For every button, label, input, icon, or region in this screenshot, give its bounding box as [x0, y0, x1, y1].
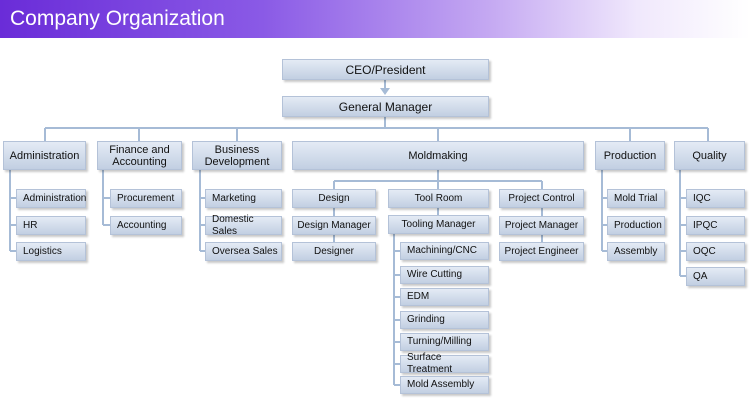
toolroom-item-wire-cutting: Wire Cutting	[400, 266, 489, 284]
finance-item-accounting: Accounting	[110, 216, 182, 235]
business-item-oversea-sales: Oversea Sales	[205, 242, 282, 261]
quality-item-iqc: IQC	[686, 189, 745, 208]
title-banner: Company Organization	[0, 0, 750, 38]
finance-item-procurement: Procurement	[110, 189, 182, 208]
mold-design-manager: Design Manager	[292, 216, 376, 235]
toolroom-item-machining: Machining/CNC	[400, 242, 489, 260]
production-item-assembly: Assembly	[607, 242, 665, 261]
mold-project-engineer: Project Engineer	[499, 242, 584, 261]
toolroom-item-turning-milling: Turning/Milling	[400, 333, 489, 351]
quality-item-ipqc: IPQC	[686, 216, 745, 235]
arrow-head-icon	[380, 88, 390, 95]
admin-item-logistics: Logistics	[16, 242, 86, 261]
dept-moldmaking: Moldmaking	[292, 141, 584, 170]
dept-administration: Administration	[3, 141, 86, 170]
production-item-production: Production	[607, 216, 665, 235]
mold-toolroom-head: Tool Room	[388, 189, 489, 208]
page-title: Company Organization	[10, 7, 225, 30]
production-item-mold-trial: Mold Trial	[607, 189, 665, 208]
mold-tooling-manager: Tooling Manager	[388, 215, 489, 234]
mold-design-head: Design	[292, 189, 376, 208]
toolroom-item-mold-assembly: Mold Assembly	[400, 376, 489, 394]
mold-project-head: Project Control	[499, 189, 584, 208]
toolroom-item-grinding: Grinding	[400, 311, 489, 329]
toolroom-item-edm: EDM	[400, 288, 489, 306]
business-item-marketing: Marketing	[205, 189, 282, 208]
mold-project-manager: Project Manager	[499, 216, 584, 235]
dept-quality: Quality	[674, 141, 745, 170]
quality-item-oqc: OQC	[686, 242, 745, 261]
dept-finance: Finance and Accounting	[97, 141, 182, 170]
dept-business: Business Development	[192, 141, 282, 170]
business-item-domestic-sales: Domestic Sales	[205, 214, 282, 237]
mold-designer: Designer	[292, 242, 376, 261]
admin-item-hr: HR	[16, 216, 86, 235]
dept-production: Production	[595, 141, 665, 170]
admin-item-administration: Administration	[16, 189, 86, 208]
toolroom-item-surface-treatment: Surface Treatment	[400, 352, 489, 375]
quality-item-qa: QA	[686, 267, 745, 286]
node-general-manager: General Manager	[282, 96, 489, 117]
node-ceo: CEO/President	[282, 59, 489, 80]
